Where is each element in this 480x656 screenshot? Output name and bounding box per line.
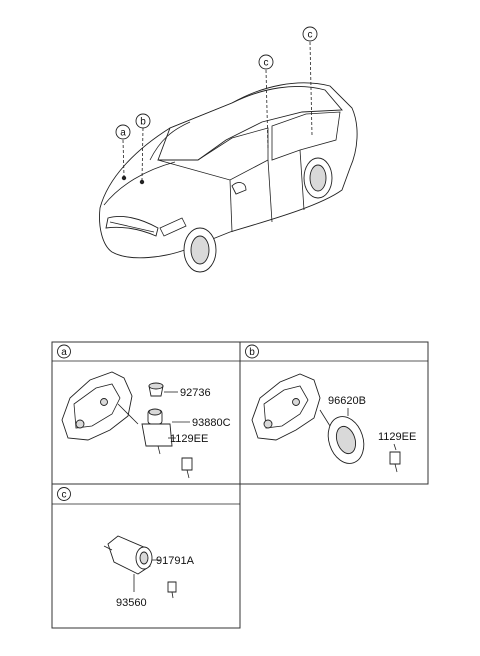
- part-93880c-sensor: [141, 408, 173, 455]
- car-callout-b: b: [135, 113, 151, 129]
- panel-b-header: b: [245, 344, 259, 359]
- panel-c-header: c: [57, 487, 71, 501]
- label-93560: 93560: [116, 597, 147, 609]
- part-1129ee-bolt-b: [389, 451, 401, 473]
- panel-grid: [51, 341, 429, 629]
- svg-text:a: a: [120, 128, 126, 139]
- label-1129ee-b: 1129EE: [378, 431, 416, 443]
- label-1129ee-a: 1129EE: [170, 433, 208, 445]
- callout-b-leader: [141, 127, 144, 181]
- svg-text:b: b: [249, 347, 255, 358]
- svg-text:c: c: [308, 30, 313, 41]
- part-1129ee-bolt-a: [181, 457, 193, 479]
- callout-a-leader: [122, 139, 125, 177]
- svg-text:c: c: [264, 58, 269, 69]
- car-callout-c: c: [258, 54, 274, 70]
- label-91791a: 91791A: [156, 555, 195, 567]
- car-illustration: [99, 82, 358, 273]
- svg-text:c: c: [62, 490, 67, 501]
- part-92736-cap: [148, 382, 164, 397]
- label-93880c: 93880C: [192, 417, 231, 429]
- panel-a-header: a: [57, 344, 71, 359]
- callout-c2-leader: [309, 41, 313, 136]
- label-96620b: 96620B: [328, 395, 366, 407]
- panel-b-bracket: [251, 373, 321, 441]
- label-92736: 92736: [180, 387, 211, 399]
- svg-text:b: b: [140, 117, 146, 128]
- part-96620b-horn: [319, 409, 365, 464]
- panel-a-bracket: [61, 371, 139, 441]
- callout-c-leader: [265, 69, 269, 151]
- part-93560-switch: [103, 535, 153, 575]
- car-callout-c2: c: [302, 26, 318, 42]
- svg-text:a: a: [61, 347, 67, 358]
- part-91791a-clip: [167, 581, 177, 599]
- car-callout-a: a: [115, 124, 131, 140]
